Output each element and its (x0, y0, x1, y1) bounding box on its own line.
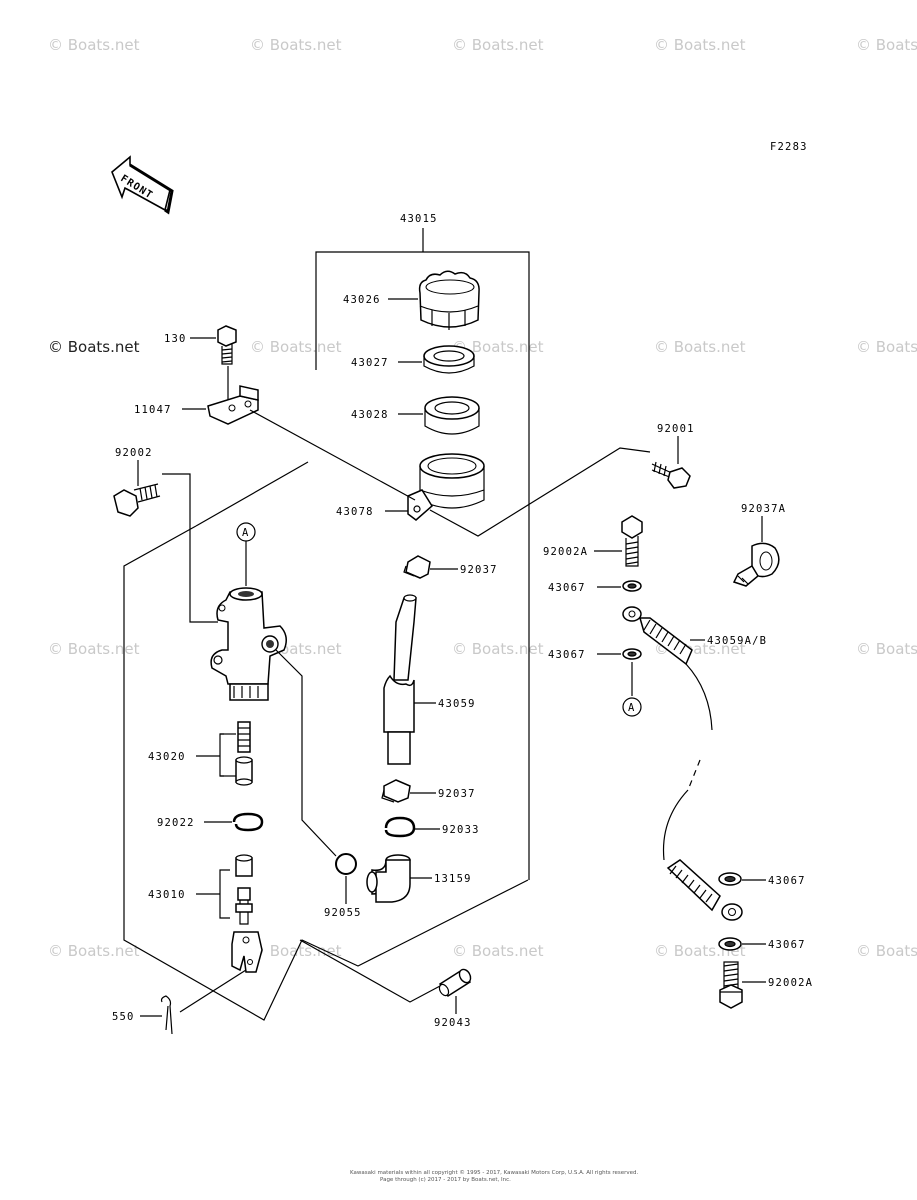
svg-text:A: A (242, 527, 249, 539)
hose-cover-92037A (732, 542, 780, 587)
watermark: © Boats.net (452, 942, 544, 960)
label-92002: 92002 (115, 447, 153, 459)
label-13159: 13159 (434, 873, 472, 885)
label-92037-top: 92037 (460, 564, 498, 576)
master-cylinder-body (210, 587, 287, 701)
label-43026: 43026 (343, 294, 381, 306)
watermark: © Boats.net (452, 36, 544, 54)
ref-marker-a-right: A (622, 697, 642, 717)
brake-hose-upper (622, 606, 713, 861)
label-43010: 43010 (148, 889, 186, 901)
clamp-92037-bottom (381, 779, 411, 803)
circlip-92033 (384, 816, 416, 838)
watermark: © Boats.net (856, 640, 917, 658)
label-92022: 92022 (157, 817, 195, 829)
watermark: © Boats.net (452, 640, 544, 658)
front-arrow-icon: FRONT (111, 155, 174, 215)
label-92002A-bot: 92002A (768, 977, 813, 989)
label-11047: 11047 (134, 404, 172, 416)
bracket-11047 (207, 385, 259, 425)
label-130: 130 (164, 333, 187, 345)
ref-marker-a-left: A (236, 522, 256, 542)
bolt-92002 (113, 483, 161, 517)
label-43028: 43028 (351, 409, 389, 421)
label-43067-a: 43067 (548, 582, 586, 594)
watermark: © Boats.net (654, 36, 746, 54)
watermark: © Boats.net (654, 338, 746, 356)
reservoir-cap (418, 270, 480, 330)
watermark: © Boats.net (856, 942, 917, 960)
watermark: © Boats.net (856, 36, 917, 54)
watermark: © Boats.net (250, 338, 342, 356)
washer-43067-a (622, 580, 642, 592)
label-92043: 92043 (434, 1017, 472, 1029)
label-43027: 43027 (351, 357, 389, 369)
watermark: © Boats.net (48, 338, 140, 356)
cotter-pin-550 (160, 995, 173, 1035)
bolt-92001 (651, 461, 691, 489)
label-43059: 43059 (438, 698, 476, 710)
diaphragm-plate (423, 345, 475, 374)
watermark: © Boats.net (48, 640, 140, 658)
label-92002A-top: 92002A (543, 546, 588, 558)
label-550: 550 (112, 1011, 135, 1023)
piston-set-43010 (235, 854, 253, 925)
washer-43067-b (622, 648, 642, 660)
elbow-fitting-13159 (366, 854, 411, 903)
reservoir-group-bracket: 43015 (315, 213, 530, 880)
footer-copyright: Kawasaki materials within all copyright … (350, 1169, 638, 1176)
brake-hose-lower (666, 859, 743, 921)
svg-text:A: A (628, 702, 635, 714)
label-43067-c: 43067 (768, 875, 806, 887)
label-92001: 92001 (657, 423, 695, 435)
diaphragm (424, 396, 480, 435)
watermark: © Boats.net (48, 36, 140, 54)
banjo-bolt-top (621, 515, 643, 567)
watermark: © Boats.net (856, 338, 917, 356)
figure-code: F2283 (770, 141, 808, 153)
banjo-bolt-bottom (719, 961, 743, 1009)
label-43015: 43015 (400, 213, 438, 225)
label-43067-d: 43067 (768, 939, 806, 951)
label-43067-b: 43067 (548, 649, 586, 661)
clamp-92037-top (403, 555, 431, 579)
label-92033: 92033 (442, 824, 480, 836)
o-ring-92055 (335, 853, 357, 875)
label-43078: 43078 (336, 506, 374, 518)
watermark: © Boats.net (48, 942, 140, 960)
footer-copyright-2: Page through (c) 2017 - 2017 by Boats.ne… (380, 1177, 511, 1183)
clevis (231, 931, 263, 973)
watermark: © Boats.net (250, 942, 342, 960)
label-92055: 92055 (324, 907, 362, 919)
label-43020: 43020 (148, 751, 186, 763)
label-92037A: 92037A (741, 503, 786, 515)
label-92037-bottom: 92037 (438, 788, 476, 800)
washer-43067-c (718, 872, 742, 886)
pushrod-43020 (235, 721, 253, 786)
watermark: © Boats.net (452, 338, 544, 356)
bolt-130 (217, 325, 237, 365)
reservoir (407, 453, 485, 521)
reservoir-hose (383, 594, 417, 765)
group-outline (123, 461, 529, 1021)
joint-92043 (438, 968, 472, 998)
watermark: © Boats.net (250, 36, 342, 54)
label-43059AB: 43059A/B (707, 635, 767, 647)
washer-43067-d (718, 937, 742, 951)
circlip-92022 (232, 812, 264, 832)
